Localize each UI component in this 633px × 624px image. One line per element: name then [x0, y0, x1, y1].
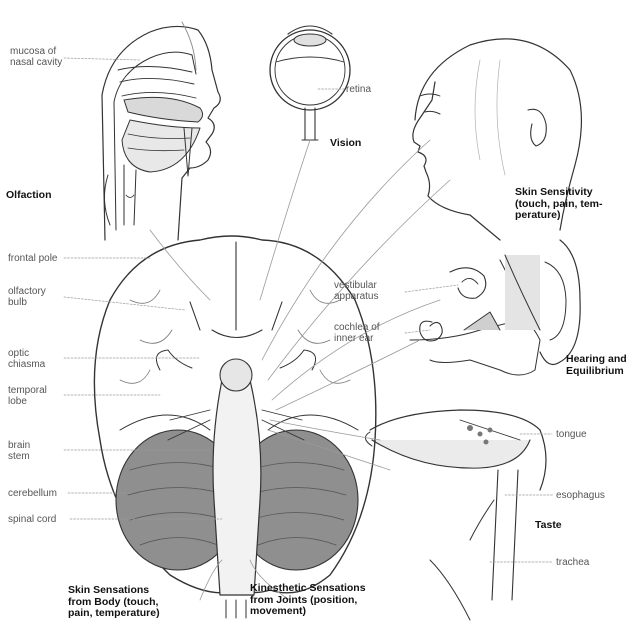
frontal-pole-label: frontal pole — [8, 253, 57, 264]
taste-title: Taste — [535, 520, 562, 532]
cerebellum-label: cerebellum — [8, 488, 57, 499]
temporal-lobe-label: temporal lobe — [8, 385, 47, 407]
brain-stem-label: brain stem — [8, 440, 30, 462]
vision-title: Vision — [330, 138, 361, 150]
kinesthetic-sensations-title: Kinesthetic Sensations from Joints (posi… — [250, 583, 366, 618]
olfactory-bulb-label: olfactory bulb — [8, 286, 46, 308]
skin-sensations-body-title: Skin Sensations from Body (touch, pain, … — [68, 585, 160, 620]
olfaction-title: Olfaction — [6, 190, 52, 202]
nasal-cavity-illustration — [102, 22, 220, 240]
trachea-label: trachea — [556, 557, 589, 568]
retina-label: retina — [346, 84, 371, 95]
spinal-cord-label: spinal cord — [8, 514, 56, 525]
mucosa-label: mucosa of nasal cavity — [10, 46, 62, 68]
esophagus-label: esophagus — [556, 490, 605, 501]
taste-illustration — [365, 410, 546, 620]
skin-sensitivity-title: Skin Sensitivity (touch, pain, tem- pera… — [515, 187, 603, 222]
hearing-equilibrium-title: Hearing and Equilibrium — [566, 354, 627, 377]
ear-illustration — [410, 240, 580, 375]
tongue-label: tongue — [556, 429, 587, 440]
cochlea-label: cochlea of inner ear — [334, 322, 380, 344]
optic-chiasma-label: optic chiasma — [8, 348, 45, 370]
eye-illustration — [270, 26, 350, 140]
vestibular-label: vestibular apparatus — [334, 280, 378, 302]
